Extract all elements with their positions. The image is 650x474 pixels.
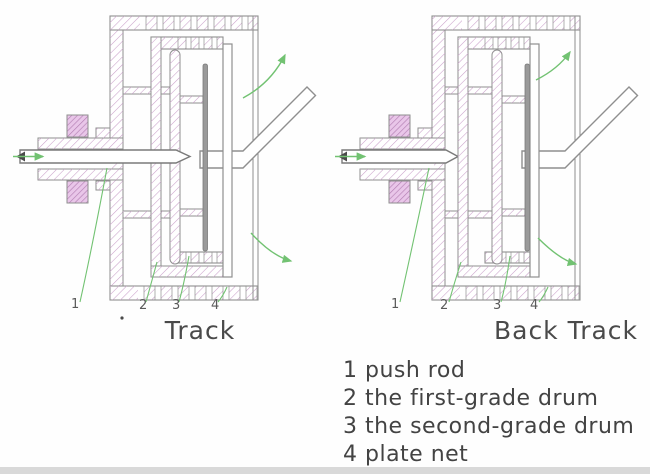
leader-line-2	[448, 261, 462, 303]
part-label-4-track: 4	[211, 298, 220, 313]
caption-back-track: Back Track	[493, 316, 639, 345]
lower-inner-support-bar	[502, 209, 525, 216]
inlet-sleeve-top	[38, 138, 123, 149]
leader-line-1	[399, 167, 430, 303]
back-track-diagram	[335, 15, 639, 303]
inlet-sleeve-top	[360, 138, 445, 149]
inlet-flange-top	[388, 114, 411, 138]
legend-item-plate-net: 4 plate net	[343, 442, 469, 467]
legend-item-push-rod: 1 push rod	[343, 358, 466, 383]
inlet-flange-top	[66, 114, 89, 138]
leader-line-4	[217, 286, 228, 303]
flow-arrow-upper	[535, 50, 571, 81]
outlet-pipe	[199, 86, 317, 169]
leader-line-4	[538, 286, 549, 303]
legend-item-first-grade-drum: 2 the first-grade drum	[343, 386, 599, 411]
leader-line-1	[79, 167, 108, 303]
flow-arrow-lower	[250, 232, 293, 263]
legend: 1 push rod 2 the first-grade drum 3 the …	[343, 357, 634, 469]
first-grade-drum-left-wall	[458, 37, 468, 277]
inner-plate	[202, 63, 208, 252]
first-grade-drum-right-wall	[222, 43, 233, 278]
first-grade-drum-bottom	[458, 266, 539, 277]
second-grade-drum-wall	[492, 50, 502, 264]
leader-line-3	[178, 255, 190, 303]
part-label-2-track: 2	[139, 298, 148, 313]
first-grade-drum-right-wall	[529, 43, 540, 278]
lower-inner-support-bar	[180, 209, 203, 216]
first-grade-drum-bottom	[151, 266, 232, 277]
inlet-sleeve-bottom	[360, 169, 445, 180]
part-label-3-back-track: 3	[493, 298, 502, 313]
part-label-4-back-track: 4	[530, 298, 539, 313]
legend-item-second-grade-drum: 3 the second-grade drum	[343, 414, 635, 439]
inlet-sleeve-bottom	[38, 169, 123, 180]
inlet-flange-bottom	[66, 180, 89, 204]
part-label-1-track: 1	[71, 297, 80, 312]
stray-dot	[120, 316, 124, 320]
flow-arrow-upper	[242, 53, 286, 99]
track-diagram	[13, 15, 317, 320]
part-label-3-track: 3	[172, 298, 181, 313]
inner-plate	[524, 63, 530, 252]
lower-support-bar	[123, 211, 170, 218]
leader-line-2	[145, 261, 158, 303]
leader-line-3	[500, 255, 511, 303]
caption-track: Track	[164, 316, 236, 345]
push-rod	[341, 149, 460, 164]
part-label-1-back-track: 1	[391, 297, 400, 312]
push-rod	[19, 149, 192, 164]
inlet-flange-bottom	[388, 180, 411, 204]
upper-inner-support-bar	[502, 96, 525, 103]
upper-support-bar	[123, 87, 170, 94]
flow-arrow-lower	[537, 237, 578, 267]
part-label-2-back-track: 2	[440, 298, 449, 313]
upper-inner-support-bar	[180, 96, 203, 103]
scan-edge-strip	[0, 467, 650, 474]
